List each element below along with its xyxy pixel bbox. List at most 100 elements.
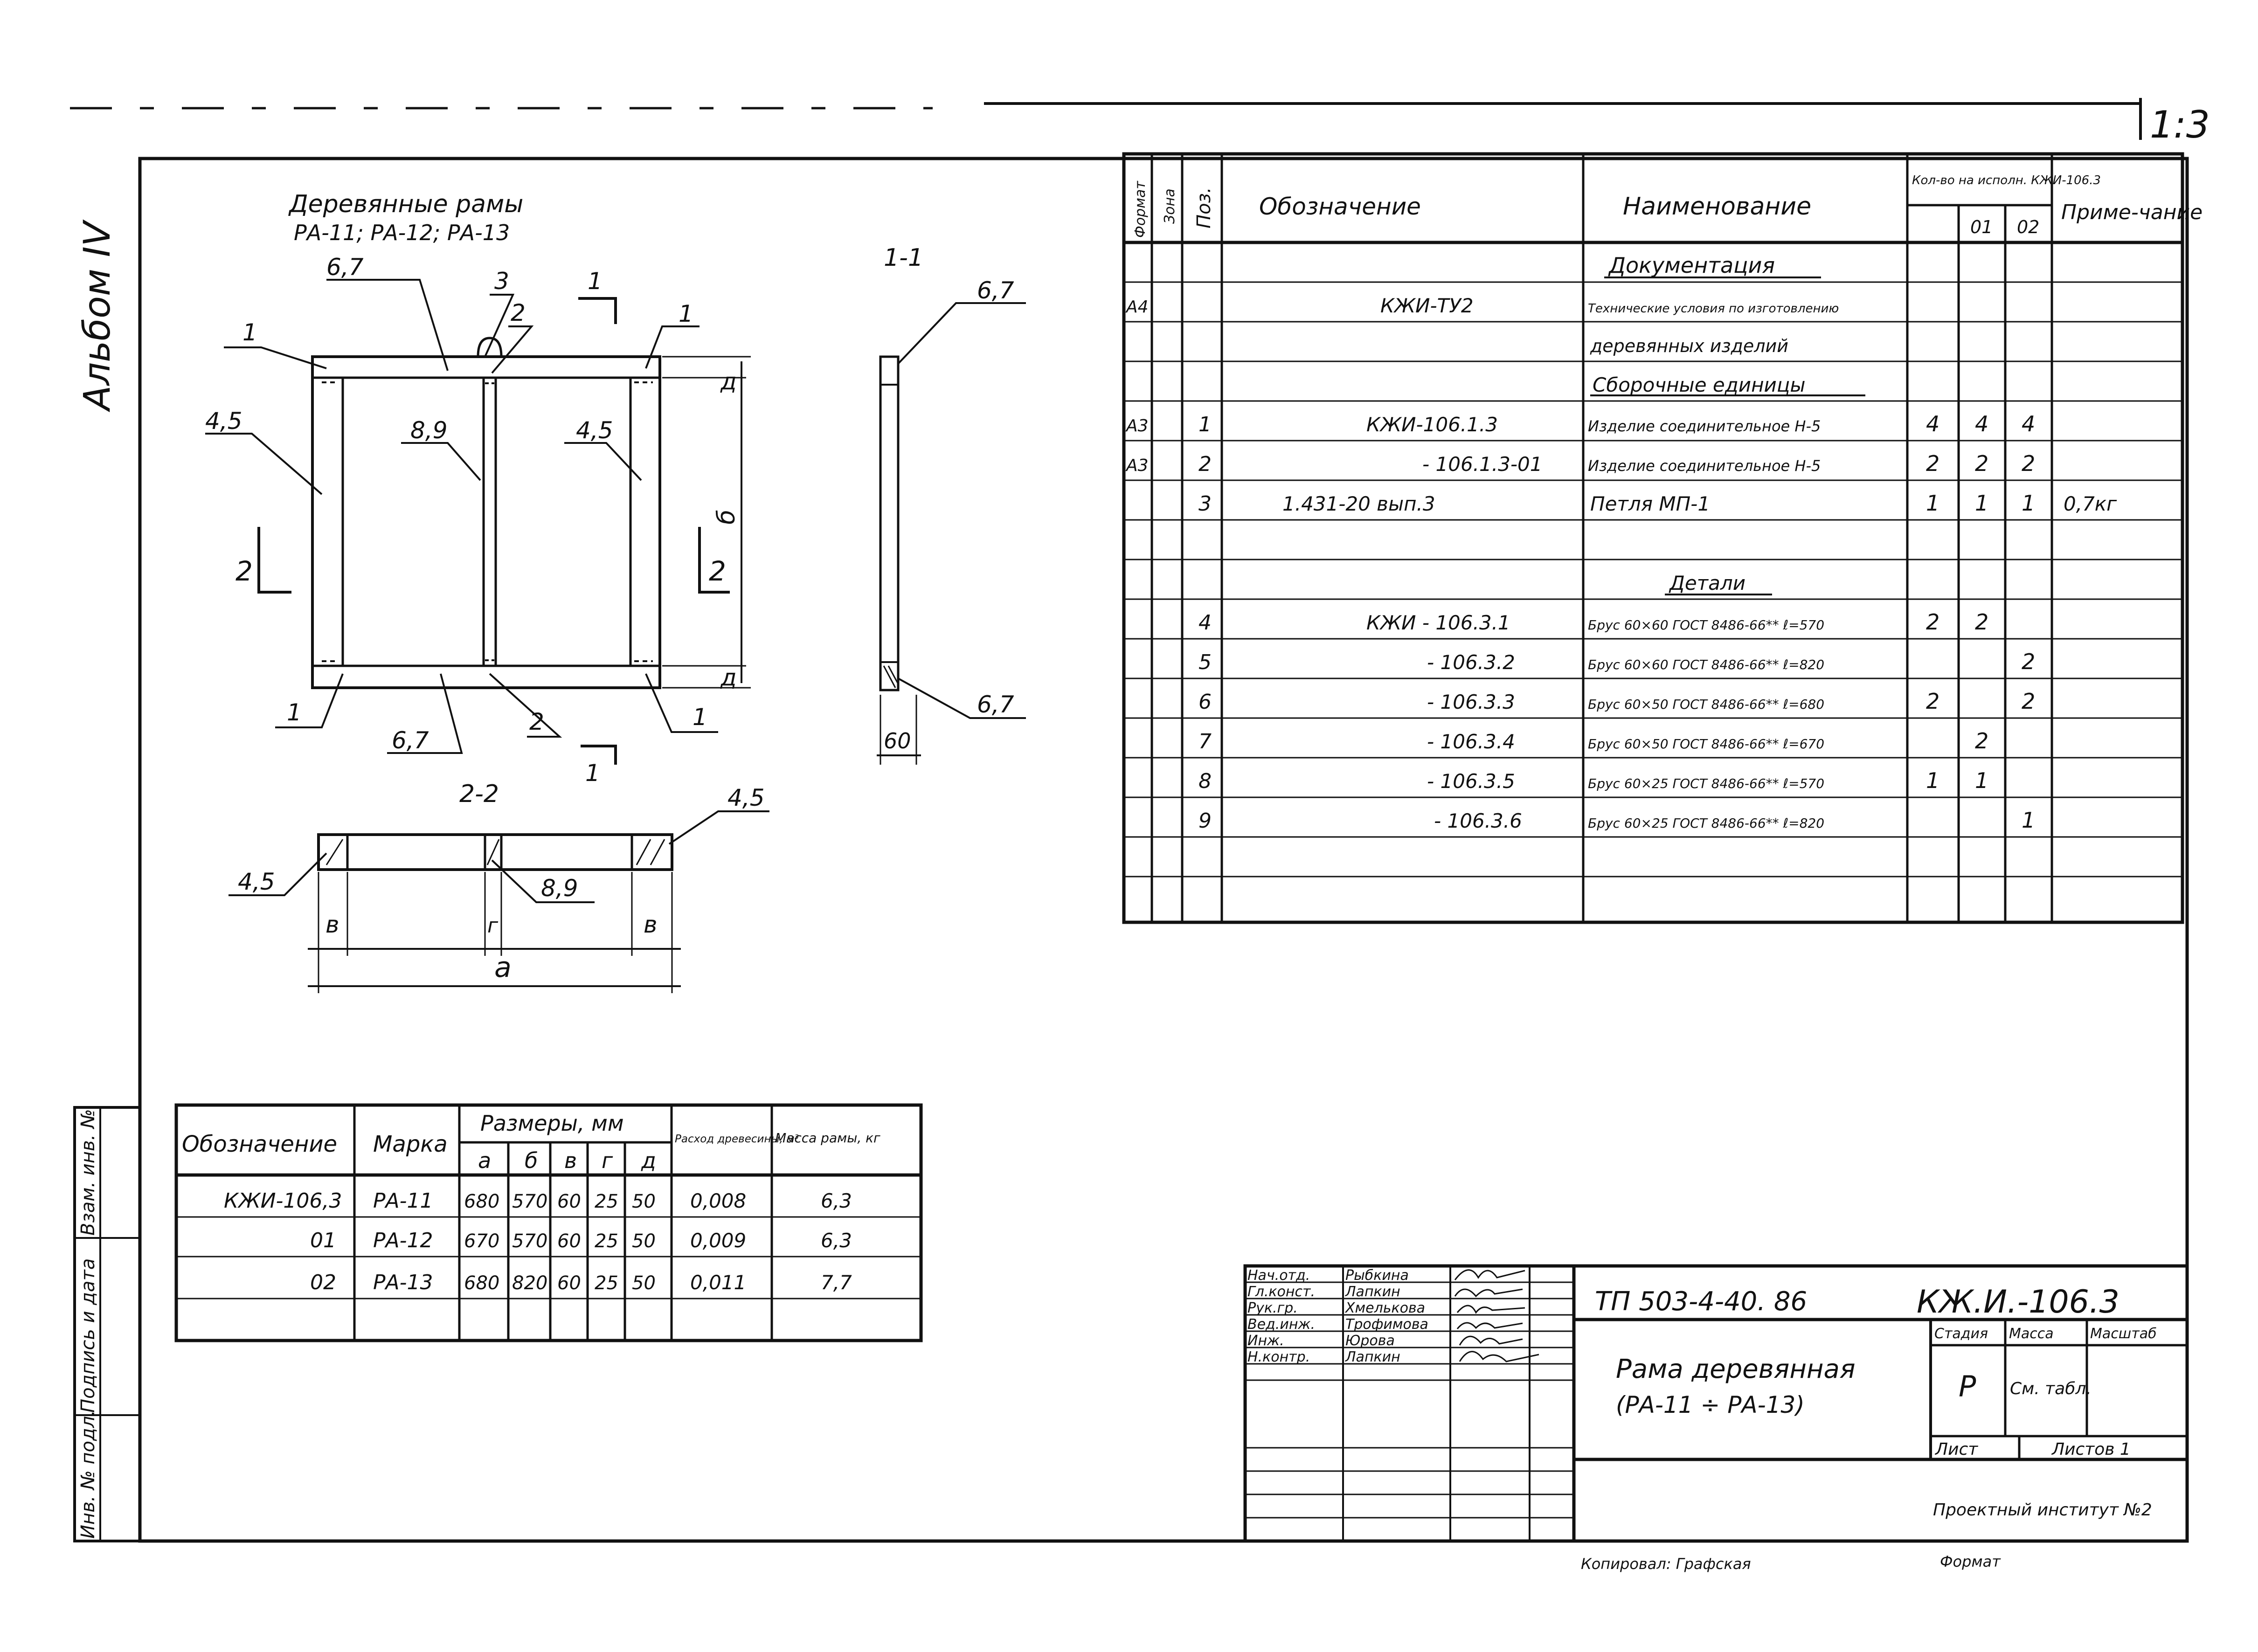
sizes-h-wood: Расход древесины, м³ bbox=[675, 1133, 799, 1145]
spec-row: 8 - 106.3.5 Брус 60×25 ГОСТ 8486-66** ℓ=… bbox=[1198, 768, 1988, 793]
sizes-mass: 6,3 bbox=[821, 1189, 852, 1212]
sizes-row: 01 РА-12 670 570 60 25 50 0,009 6,3 bbox=[310, 1229, 852, 1252]
callout-1-tr: 1 bbox=[679, 300, 693, 327]
spec-q0: 2 bbox=[1926, 451, 1939, 476]
sizes-h-v: в bbox=[564, 1148, 577, 1173]
sizes-designation: 01 bbox=[310, 1229, 336, 1252]
sizes-b: 570 bbox=[512, 1191, 547, 1212]
dim-b: б bbox=[713, 510, 741, 525]
cut-2-right: 2 bbox=[709, 555, 726, 587]
cut-1-top: 1 bbox=[588, 268, 603, 295]
spec-name: Документация bbox=[1608, 253, 1775, 278]
spec-pos: 1 bbox=[1198, 413, 1212, 436]
spec-q0: 4 bbox=[1926, 411, 1939, 436]
sizes-wood: 0,008 bbox=[690, 1189, 746, 1212]
spec-table: Формат Зона Поз. Обозначение Наименовани… bbox=[1122, 152, 2203, 924]
spec-h-designation: Обозначение bbox=[1259, 193, 1421, 220]
spec-pos: 3 bbox=[1198, 492, 1212, 516]
spec-q0: 1 bbox=[1926, 768, 1939, 793]
sizes-wood: 0,011 bbox=[690, 1271, 746, 1294]
spec-designation: КЖИ-106.1.3 bbox=[1366, 413, 1498, 436]
signer-role: Нач.отд. bbox=[1247, 1267, 1310, 1284]
callout-1-bl: 1 bbox=[287, 699, 302, 726]
sizes-b: 820 bbox=[512, 1272, 547, 1294]
callout-45-sec2-left: 4,5 bbox=[238, 868, 275, 895]
sizes-g: 25 bbox=[595, 1230, 618, 1252]
main-frame bbox=[138, 157, 2189, 1543]
signer-name: Трофимова bbox=[1345, 1316, 1428, 1333]
dim-g: г bbox=[487, 914, 499, 938]
section-2-label: 2-2 bbox=[459, 780, 499, 808]
sizes-row: 02 РА-13 680 820 60 25 50 0,011 7,7 bbox=[310, 1271, 852, 1294]
sizes-g: 25 bbox=[595, 1191, 618, 1212]
footer-format: Формат bbox=[1940, 1553, 2001, 1570]
spec-q2: 1 bbox=[2022, 808, 2035, 833]
sizes-d: 50 bbox=[632, 1272, 656, 1294]
spec-format: А3 bbox=[1125, 416, 1149, 435]
sizes-h-d: д bbox=[641, 1148, 656, 1173]
signer-name: Рыбкина bbox=[1345, 1267, 1409, 1284]
sizes-h-a: а bbox=[478, 1148, 491, 1173]
mass-value: См. табл. bbox=[2010, 1379, 2092, 1398]
album-label: Альбом IV bbox=[76, 219, 118, 413]
spec-name: Брус 60×25 ГОСТ 8486-66** ℓ=820 bbox=[1588, 816, 1824, 831]
sizes-h-designation: Обозначение bbox=[182, 1131, 337, 1157]
section-1-label: 1-1 bbox=[884, 244, 923, 272]
sizes-v: 60 bbox=[557, 1230, 581, 1252]
sheet-number: 1:3 bbox=[2150, 103, 2210, 146]
callout-67-top: 6,7 bbox=[326, 254, 364, 281]
spec-q2: 2 bbox=[2022, 689, 2035, 714]
spec-h-note: Приме-чание bbox=[2061, 200, 2203, 224]
project-code: ТП 503-4-40. 86 bbox=[1595, 1286, 1807, 1317]
spec-h-pos: Поз. bbox=[1193, 187, 1215, 228]
doc-code: КЖ.И.-106.3 bbox=[1917, 1284, 2119, 1320]
spec-row: 3 1.431-20 вып.3 Петля МП-1 1 1 1 0,7кг bbox=[1198, 491, 2117, 516]
left-strip: Инв. № подл. Подпись и дата Взам. инв. № bbox=[73, 1106, 141, 1542]
dim-v-right: в bbox=[644, 911, 657, 938]
spec-q0: 2 bbox=[1926, 689, 1939, 714]
spec-row: 7 - 106.3.4 Брус 60×50 ГОСТ 8486-66** ℓ=… bbox=[1198, 728, 1988, 753]
spec-q0: 2 bbox=[1926, 609, 1939, 635]
spec-q2: 2 bbox=[2022, 451, 2035, 476]
dim-d-bottom: д bbox=[720, 664, 737, 691]
spec-h-qty: Кол-во на исполн. КЖИ-106.3 bbox=[1912, 173, 2101, 187]
sizes-wood: 0,009 bbox=[690, 1229, 746, 1252]
section-1-1: 1-1 6,7 6,7 60 bbox=[877, 244, 1026, 765]
sizes-h-mark: Марка bbox=[373, 1131, 448, 1157]
spec-name: Брус 60×50 ГОСТ 8486-66** ℓ=670 bbox=[1588, 736, 1824, 752]
strip-inv-label: Инв. № подл. bbox=[77, 1410, 99, 1539]
spec-q1: 1 bbox=[1975, 768, 1988, 793]
spec-designation: - 106.3.3 bbox=[1427, 691, 1515, 713]
drawing-title-2: РА-11; РА-12; РА-13 bbox=[294, 220, 510, 245]
spec-designation: - 106.3.6 bbox=[1434, 809, 1522, 832]
sizes-row: КЖИ-106,3 РА-11 680 570 60 25 50 0,008 6… bbox=[224, 1189, 852, 1213]
spec-q1: 2 bbox=[1975, 728, 1988, 753]
spec-row: 9 - 106.3.6 Брус 60×25 ГОСТ 8486-66** ℓ=… bbox=[1198, 808, 2035, 833]
signer-name: Лапкин bbox=[1345, 1349, 1400, 1365]
callout-45-left: 4,5 bbox=[205, 408, 242, 435]
callout-45-right: 4,5 bbox=[576, 417, 613, 444]
spec-name: Брус 60×60 ГОСТ 8486-66** ℓ=820 bbox=[1588, 657, 1824, 672]
spec-name: Брус 60×60 ГОСТ 8486-66** ℓ=570 bbox=[1588, 617, 1824, 633]
spec-designation: 1.431-20 вып.3 bbox=[1282, 492, 1435, 515]
sizes-a: 680 bbox=[464, 1191, 499, 1212]
sizes-mark: РА-13 bbox=[373, 1271, 433, 1294]
signer-role: Рук.гр. bbox=[1247, 1300, 1298, 1316]
callout-45-sec2-right: 4,5 bbox=[727, 784, 765, 811]
spec-format: А3 bbox=[1125, 456, 1149, 475]
footer-copied: Копировал: Графская bbox=[1581, 1555, 1751, 1573]
scale-label: Масштаб bbox=[2090, 1326, 2157, 1342]
spec-q1: 2 bbox=[1975, 451, 1988, 476]
sizes-v: 60 bbox=[557, 1272, 581, 1294]
spec-row: А3 1 КЖИ-106.1.3 Изделие соединительное … bbox=[1125, 411, 2035, 436]
spec-row: деревянных изделий bbox=[1590, 336, 1788, 356]
elevation-view: 6,7 3 2 1 1 4,5 8,9 4,5 1 6,7 2 1 1 bbox=[205, 254, 751, 787]
spec-pos: 5 bbox=[1198, 650, 1212, 674]
sizes-a: 670 bbox=[464, 1230, 499, 1252]
spec-pos: 9 bbox=[1198, 809, 1212, 833]
spec-pos: 8 bbox=[1198, 769, 1212, 793]
cut-2-left: 2 bbox=[235, 555, 253, 587]
spec-designation: - 106.1.3-01 bbox=[1422, 453, 1542, 476]
spec-name: Изделие соединительное Н-5 bbox=[1588, 457, 1821, 475]
spec-designation: - 106.3.4 bbox=[1427, 730, 1515, 753]
